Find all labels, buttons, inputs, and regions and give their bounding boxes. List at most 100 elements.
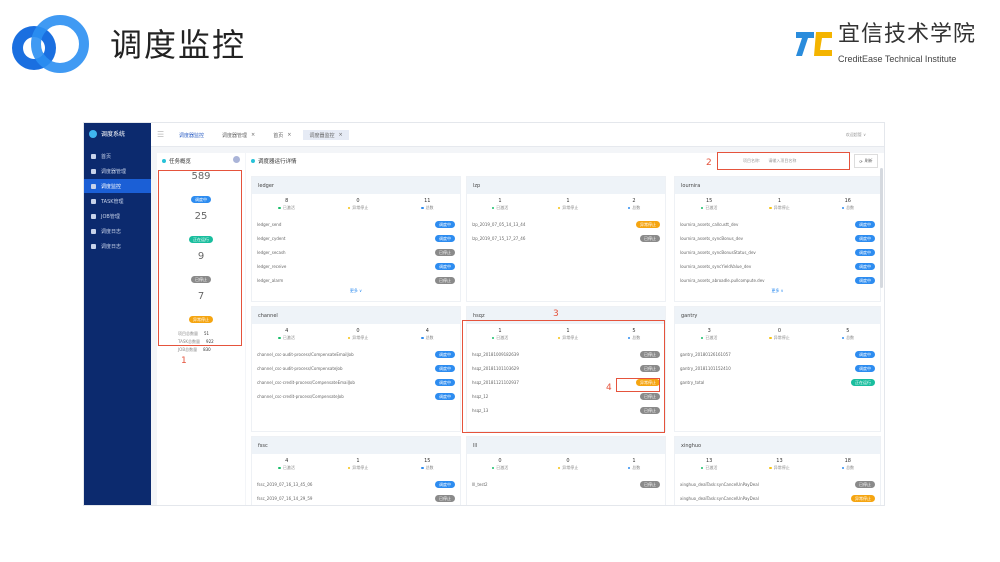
status-badge[interactable]: 调度中 bbox=[435, 262, 455, 270]
status-badge[interactable]: 调度中 bbox=[435, 392, 455, 400]
status-badge[interactable]: 已停止 bbox=[640, 234, 660, 242]
job-name[interactable]: gantry_total bbox=[680, 379, 705, 385]
status-badge[interactable]: 调度中 bbox=[855, 248, 875, 256]
job-name[interactable]: lzp_2019_07_05_14_13_44 bbox=[472, 221, 526, 227]
job-row[interactable]: fssc_2019_07_16_13_45_06 调度中 bbox=[252, 477, 460, 491]
job-name[interactable]: lournira_assets_callcustt_dev bbox=[680, 221, 739, 227]
job-row[interactable]: xinghuo_dealTask:synCancelUnPayDeal 异常停止 bbox=[675, 491, 880, 505]
close-icon[interactable]: × bbox=[338, 132, 343, 138]
status-badge[interactable]: 调度中 bbox=[855, 350, 875, 358]
job-row[interactable]: ledger_secash 已停止 bbox=[252, 245, 460, 259]
job-name[interactable]: xinghuo_dealTask:synCancelUnPayDeal bbox=[680, 481, 759, 487]
job-name[interactable]: hsqz_20181101103629 bbox=[472, 365, 519, 371]
job-name[interactable]: ledger_secash bbox=[257, 249, 286, 255]
settings-icon[interactable] bbox=[233, 156, 240, 163]
job-row[interactable]: lzp_2019_07_15_17_27_46 已停止 bbox=[467, 231, 665, 245]
job-row[interactable]: hsqz_20181121102937 异常停止 bbox=[467, 375, 665, 389]
job-name[interactable]: fssc_2019_07_16_13_45_06 bbox=[257, 481, 313, 487]
job-name[interactable]: ledger_receive bbox=[257, 263, 287, 269]
job-row[interactable]: ledger_send 调度中 bbox=[252, 217, 460, 231]
job-row[interactable]: hsqz_12 已停止 bbox=[467, 389, 665, 403]
status-badge[interactable]: 调度中 bbox=[855, 364, 875, 372]
status-badge[interactable]: 异常停止 bbox=[851, 494, 875, 502]
job-name[interactable]: hsqz_20181009182639 bbox=[472, 351, 519, 357]
job-name[interactable]: lzp_2019_07_15_17_27_46 bbox=[472, 235, 526, 241]
menu-toggle-icon[interactable]: ☰ bbox=[157, 130, 165, 139]
job-row[interactable]: hsqz_13 已停止 bbox=[467, 403, 665, 417]
job-name[interactable]: channel_csc-credit-process/CompensateEma… bbox=[257, 379, 355, 385]
job-name[interactable]: lournira_assets_abroadle.pullcompute.dev bbox=[680, 277, 765, 283]
search-input[interactable]: 请输入项目名称 bbox=[768, 158, 797, 163]
status-badge[interactable]: 调度中 bbox=[435, 364, 455, 372]
status-badge[interactable]: 调度中 bbox=[855, 262, 875, 270]
close-icon[interactable]: × bbox=[287, 132, 292, 138]
tab-2[interactable]: 首页× bbox=[267, 130, 297, 140]
status-badge[interactable]: 已停止 bbox=[640, 350, 660, 358]
status-badge[interactable]: 已停止 bbox=[640, 480, 660, 488]
status-badge[interactable]: 异常停止 bbox=[636, 220, 660, 228]
job-name[interactable]: hsqz_20181121102937 bbox=[472, 379, 519, 385]
status-badge[interactable]: 调度中 bbox=[855, 234, 875, 242]
status-badge[interactable]: 已停止 bbox=[640, 406, 660, 414]
job-name[interactable]: gantry_20180126161057 bbox=[680, 351, 731, 357]
job-name[interactable]: fssc_2019_07_16_14_29_59 bbox=[257, 495, 313, 501]
job-row[interactable]: lournira_assets_syncBonusStatus_dev 调度中 bbox=[675, 245, 880, 259]
job-name[interactable]: ledger_alarm bbox=[257, 277, 284, 283]
job-name[interactable]: hsqz_13 bbox=[472, 407, 489, 413]
user-menu[interactable]: 欢迎超管 ∨ bbox=[845, 132, 866, 137]
status-badge[interactable]: 调度中 bbox=[435, 378, 455, 386]
refresh-button[interactable]: ⟳刷新 bbox=[854, 154, 878, 168]
more-link[interactable]: 更多 ∨ bbox=[349, 288, 363, 293]
close-icon[interactable]: × bbox=[251, 132, 256, 138]
job-name[interactable]: xinghuo_dealTask:synCancelUnPayDeal bbox=[680, 495, 759, 501]
job-row[interactable]: xinghuo_dealTask:synCancelUnPayDeal 已停止 bbox=[675, 477, 880, 491]
status-badge[interactable]: 调度中 bbox=[435, 234, 455, 242]
sidebar-item[interactable]: 调度监控 bbox=[84, 179, 151, 193]
status-badge[interactable]: 已停止 bbox=[640, 392, 660, 400]
sidebar-item[interactable]: 调度日志 bbox=[84, 224, 151, 238]
job-row[interactable]: lll_test2 已停止 bbox=[467, 477, 665, 491]
status-badge[interactable]: 已停止 bbox=[435, 248, 455, 256]
job-row[interactable]: fssc_2019_07_16_14_29_59 已停止 bbox=[252, 491, 460, 505]
status-badge[interactable]: 异常停止 bbox=[636, 378, 660, 386]
sidebar-item[interactable]: TASK管理 bbox=[84, 194, 151, 208]
job-row[interactable]: gantry_20180126161057 调度中 bbox=[675, 347, 880, 361]
sidebar-item[interactable]: 首页 bbox=[84, 149, 151, 163]
status-badge[interactable]: 调度中 bbox=[435, 350, 455, 358]
job-row[interactable]: lournira_assets_syncYieldValue_dev 调度中 bbox=[675, 259, 880, 273]
job-row[interactable]: lournira_assets_abroadle.pullcompute.dev… bbox=[675, 273, 880, 287]
job-name[interactable]: hsqz_12 bbox=[472, 393, 489, 399]
status-badge[interactable]: 已停止 bbox=[435, 494, 455, 502]
job-row[interactable]: lzp_2019_07_05_14_13_44 异常停止 bbox=[467, 217, 665, 231]
job-row[interactable]: hsqz_20181101103629 已停止 bbox=[467, 361, 665, 375]
status-badge[interactable]: 已停止 bbox=[855, 480, 875, 488]
job-name[interactable]: lll_test2 bbox=[472, 481, 488, 487]
sidebar-item[interactable]: 调度器管理 bbox=[84, 164, 151, 178]
tab-3[interactable]: 调度器监控× bbox=[303, 130, 349, 140]
job-name[interactable]: channel_csc-credit-process/CompensateJob bbox=[257, 393, 344, 399]
more-link[interactable]: 更多 ∨ bbox=[771, 288, 784, 293]
job-row[interactable]: channel_csc-audit-process/CompensateJob 调… bbox=[252, 361, 460, 375]
job-name[interactable]: ledger_send bbox=[257, 221, 282, 227]
status-badge[interactable]: 已停止 bbox=[640, 364, 660, 372]
status-badge[interactable]: 已停止 bbox=[435, 276, 455, 284]
scrollbar[interactable] bbox=[880, 168, 883, 288]
job-row[interactable]: channel_csc-audit-process/CompensateEmai… bbox=[252, 347, 460, 361]
job-name[interactable]: lournira_assets_syncYieldValue_dev bbox=[680, 263, 752, 269]
status-badge[interactable]: 调度中 bbox=[435, 220, 455, 228]
job-row[interactable]: ledger_alarm 已停止 bbox=[252, 273, 460, 287]
sidebar-item[interactable]: JOB管理 bbox=[84, 209, 151, 223]
job-name[interactable]: channel_csc-audit-process/CompensateEmai… bbox=[257, 351, 354, 357]
status-badge[interactable]: 调度中 bbox=[855, 276, 875, 284]
sidebar-item[interactable]: 调度日志 bbox=[84, 239, 151, 253]
job-name[interactable]: channel_csc-audit-process/CompensateJob bbox=[257, 365, 343, 371]
job-row[interactable]: ledger_receive 调度中 bbox=[252, 259, 460, 273]
tab-0[interactable]: 调度器监控 bbox=[173, 130, 210, 140]
status-badge[interactable]: 调度中 bbox=[435, 480, 455, 488]
job-name[interactable]: lournira_assets_syncBonusStatus_dev bbox=[680, 249, 756, 255]
